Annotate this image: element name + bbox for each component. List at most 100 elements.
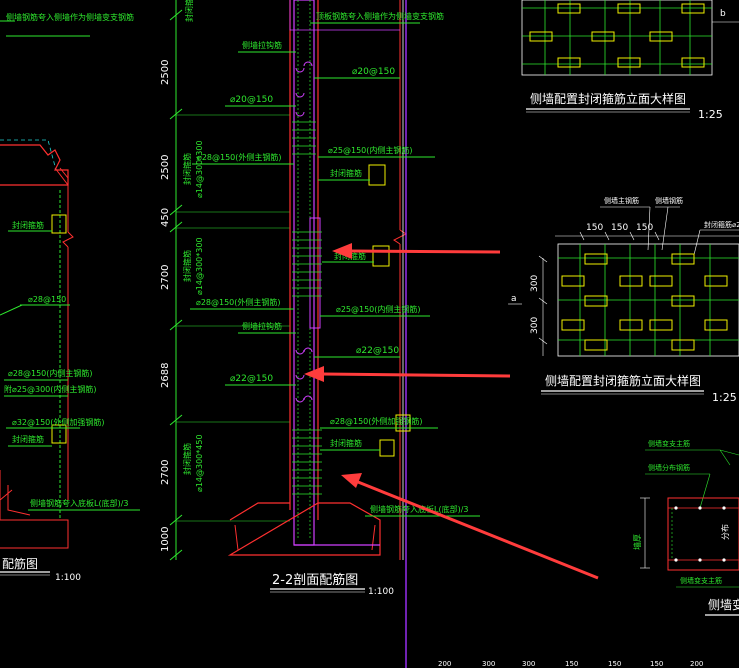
detail-mid-label: 封闭箍筋⌀26: [704, 220, 739, 229]
hatch-line: [59, 167, 69, 179]
sec-r7: 封闭箍筋: [330, 438, 362, 448]
detail-mid-label: 侧墙主钢筋: [604, 196, 639, 205]
left-drawing-title: 配筋图: [2, 556, 38, 571]
vertical-note: ⌀14@300*450: [195, 434, 204, 492]
dim-lines-left: [538, 255, 548, 356]
detail-mid-label: 侧墙钢筋: [655, 196, 683, 205]
seal-rebar-symbol: [372, 245, 390, 267]
detail-bottom-label: 侧墙变支主筋: [648, 439, 690, 448]
sec-top-note: 顶板钢筋夸入侧墙作为侧墙变支钢筋: [316, 11, 444, 21]
dim-label: 1000: [160, 527, 171, 552]
sec-r5: ⌀22@150: [356, 346, 399, 356]
dim-label: 450: [160, 208, 171, 227]
leader-line: [0, 304, 23, 316]
bottom-dim: 150: [608, 660, 621, 668]
left-seal-label: 封闭箍筋: [12, 220, 44, 230]
footing-outline: [0, 489, 69, 549]
hook-symbols: [295, 61, 313, 403]
hatch-line: [54, 167, 69, 186]
rebar-dot: [722, 558, 726, 562]
sec-side-rebar-2: 侧墙拉钩筋: [242, 321, 282, 331]
section-title: 2-2剖面配筋图: [272, 572, 358, 588]
vertical-note: 封闭箍筋: [184, 0, 194, 22]
detail-mid-scale: 1:25: [712, 391, 737, 404]
sec-l1: ⌀20@150: [352, 67, 395, 77]
stirrup-rects: [529, 3, 705, 68]
dim-top: 150: [586, 223, 603, 233]
dim-lines-top: [555, 231, 739, 241]
left-bar-c: 附⌀25@300(内侧主钢筋): [4, 384, 97, 394]
bottom-dim: 300: [482, 660, 495, 668]
section-scale: 1:100: [368, 587, 394, 597]
bottom-dims: 200 300 300 150 150 150 200: [438, 660, 703, 668]
annotation-arrow-3: [341, 473, 599, 580]
rebar-dot: [698, 558, 702, 562]
leader-line: [699, 473, 711, 509]
left-bar-b: ⌀28@150(内侧主钢筋): [8, 368, 93, 378]
detail-mid: 侧墙主钢筋 侧墙钢筋 封闭箍筋⌀26 150 150 150: [508, 196, 739, 404]
section-2-2: 2500 2500 450 2700 2688 2700 1000 封闭箍筋 封…: [160, 0, 480, 668]
detail-top: b 侧墙配置封闭箍筋立面大样图 1:25: [521, 0, 739, 121]
footing-detail: [234, 524, 376, 551]
detail-bottom-title: 侧墙变支: [708, 597, 739, 612]
vertical-note: ⌀14@300*300: [195, 140, 204, 198]
detail-bottom-side: 墙厚: [632, 534, 642, 550]
dim-label: 2500: [160, 60, 171, 85]
detail-mid-letter: a: [511, 294, 517, 304]
dim-label: 2688: [160, 363, 171, 388]
seal-rebar-symbol: [51, 424, 67, 444]
annotation-arrows: [304, 243, 599, 580]
bottom-dim: 200: [438, 660, 451, 668]
sec-r4: ⌀25@150(内侧主钢筋): [336, 304, 421, 314]
detail-top-corner: b: [720, 9, 726, 19]
sec-l5: ⌀22@150: [230, 374, 273, 384]
left-bar-a: ⌀28@150: [28, 295, 66, 304]
leader-line: [647, 206, 651, 251]
dim-left: 300: [530, 317, 540, 334]
left-drawing-scale: 1:100: [55, 573, 81, 583]
stirrup-ticks: [292, 121, 322, 495]
rebar-cage: [293, 0, 315, 546]
seal-rebar-symbol: [395, 414, 411, 432]
sec-r2: 封闭箍筋: [330, 168, 362, 178]
seal-rebar-symbol: [379, 439, 395, 457]
dim-left: 300: [530, 275, 540, 292]
detail-bottom-label: 侧墙分布钢筋: [648, 463, 690, 472]
haunch-rebar: [309, 217, 321, 329]
left-anchor-note: 侧墙钢筋夸入底板L(底部)/3: [30, 498, 128, 508]
top-slab-bar: [289, 0, 400, 31]
wall-section: [667, 497, 739, 571]
annotation-arrow-1: [332, 243, 501, 259]
stirrup-rects: [561, 253, 728, 351]
dim-top: 150: [636, 223, 653, 233]
sec-side-rebar: 侧墙拉钩筋: [242, 40, 282, 50]
rebar-dot: [722, 506, 726, 510]
detail-bottom-right-text: 分布: [720, 524, 730, 540]
wall-outline: [0, 144, 69, 186]
seal-rebar-symbol: [368, 164, 386, 186]
rebar-dot: [674, 506, 678, 510]
vertical-note: 封闭箍筋: [182, 250, 192, 282]
detail-top-title: 侧墙配置封闭箍筋立面大样图: [530, 91, 686, 106]
vertical-note: ⌀14@300*300: [195, 237, 204, 295]
detail-mid-title: 侧墙配置封闭箍筋立面大样图: [545, 373, 701, 388]
sec-r6: ⌀28@150(外侧加强钢筋): [330, 416, 423, 426]
break-symbol: [393, 229, 407, 245]
leader-line: [693, 229, 701, 256]
rebar-dot: [698, 506, 702, 510]
detail-top-scale: 1:25: [698, 108, 723, 121]
dim-label: 2700: [160, 460, 171, 485]
slab-edge-line: [0, 139, 57, 171]
vertical-note: 封闭箍筋: [182, 443, 192, 475]
left-top-note: 侧墙钢筋夸入侧墙作为侧墙变支钢筋: [6, 12, 134, 22]
break-symbol: [62, 231, 74, 248]
bottom-dim: 200: [690, 660, 703, 668]
dimension-ticks: [169, 9, 290, 561]
detail-grid: [522, 0, 712, 75]
leader-line: [661, 206, 669, 251]
bottom-dim: 300: [522, 660, 535, 668]
dim-top: 150: [611, 223, 628, 233]
leader-line: [719, 449, 739, 466]
